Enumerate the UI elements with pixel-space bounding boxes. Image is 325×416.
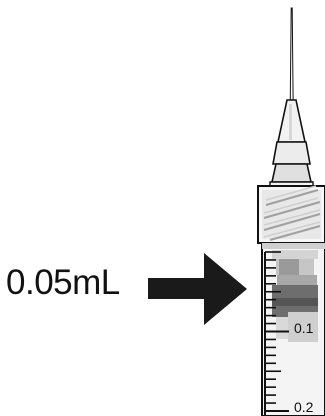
needle-hub [272, 141, 311, 165]
dose-label: 0.05mL [6, 263, 120, 302]
arrow-right-icon [148, 253, 247, 325]
scale-label-0-2: 0.2 [294, 399, 314, 415]
graduation-scale [264, 251, 289, 416]
luer-collar [257, 185, 325, 244]
scale-label-0-1: 0.1 [294, 320, 314, 336]
fluid-volume [272, 250, 318, 342]
needle [289, 7, 294, 109]
